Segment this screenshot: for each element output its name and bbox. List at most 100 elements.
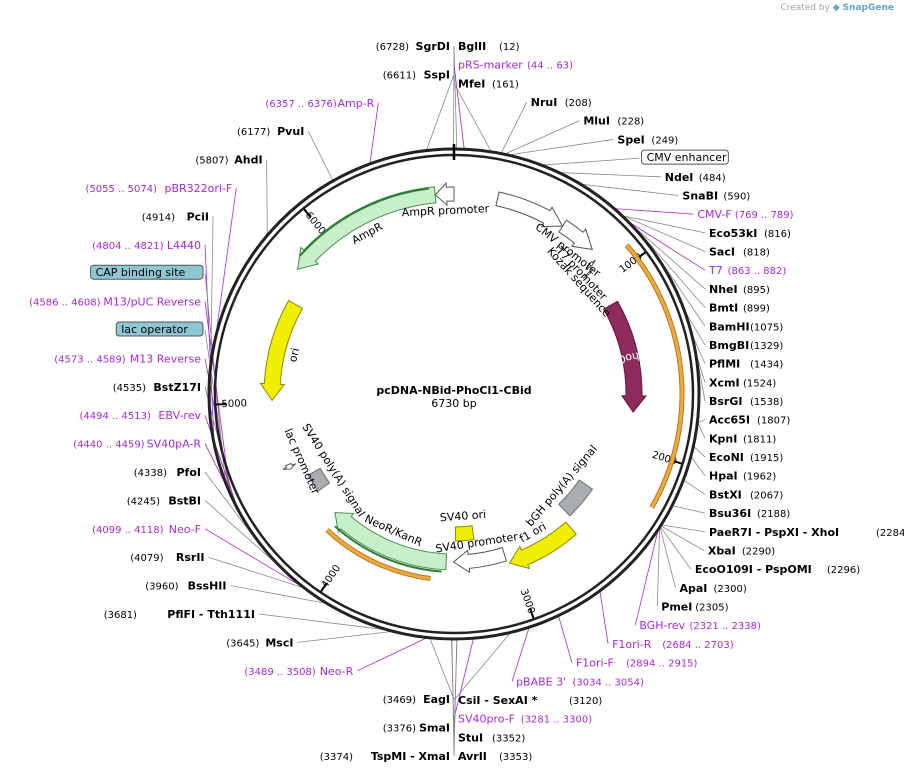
label-primer-m13-puc-reverse: M13/pUC Reverse(4586 .. 4608) [29, 296, 201, 309]
leader-line [698, 419, 706, 423]
leader-line [623, 215, 706, 234]
tick-label: 3000 [518, 588, 537, 616]
label-enzyme-rsrii: RsrII(4079) [130, 551, 204, 564]
leader-line [696, 357, 706, 383]
site-position: (12) [499, 42, 520, 53]
leader-lines [204, 45, 706, 757]
site-position: (3469) [383, 695, 416, 706]
site-name: L4440 [167, 239, 201, 252]
label-enzyme-xcmi: XcmI(1524) [709, 376, 776, 389]
site-position: (3353) [499, 752, 532, 763]
leader-line [656, 529, 661, 607]
leader-line [453, 639, 458, 757]
site-position: (3281 .. 3300) [521, 715, 593, 726]
label-enzyme-bstxi: BstXI(2067) [709, 488, 783, 501]
site-name: Neo-F [169, 523, 201, 536]
leader-line [693, 337, 706, 364]
site-name: PmeI [661, 601, 692, 614]
site-position: (228) [617, 117, 644, 128]
plasmid-length: 6730 bp [431, 397, 476, 410]
site-position: (769 .. 789) [735, 210, 794, 221]
site-name: SgrDI [416, 40, 450, 53]
tick-label: 4000 [320, 563, 343, 590]
leader-line [661, 525, 705, 551]
leader-line [693, 446, 706, 458]
site-name: SspI [424, 68, 450, 81]
leader-line [258, 613, 383, 630]
site-name: BstZ17I [153, 381, 201, 394]
label-primer-cmv-f: CMV-F(769 .. 789) [697, 208, 793, 221]
site-position: (6728) [376, 42, 409, 53]
label-enzyme-smai: SmaI(3376) [383, 722, 450, 735]
site-position: (484) [699, 173, 726, 184]
site-name: pRS-marker [458, 59, 523, 72]
site-name: AvrII [458, 750, 487, 763]
site-name: Neo-R [320, 665, 354, 678]
feature-tag-text: lac operator [121, 323, 188, 336]
snapgene-credit: Created by ◆ SnapGene [780, 3, 894, 13]
site-position: (4804 .. 4821) [92, 241, 164, 252]
leader-line [697, 423, 706, 439]
feature-tag [641, 149, 729, 165]
site-position: (6177) [237, 127, 270, 138]
leader-line [429, 638, 455, 700]
site-name: EBV-rev [158, 409, 201, 422]
site-name: HpaI [709, 470, 738, 483]
site-name: Amp-R [337, 97, 374, 110]
label-enzyme-msci: MscI(3645) [226, 636, 293, 649]
site-name: KpnI [709, 432, 737, 445]
leader-line [511, 628, 530, 682]
site-position: (895) [743, 285, 770, 296]
site-name: XcmI [709, 376, 740, 389]
site-position: (6357 .. 6376) [265, 99, 337, 110]
label-enzyme-stui: StuI(3352) [458, 731, 525, 744]
site-name: NruI [531, 96, 558, 109]
site-name: ApaI [680, 582, 708, 595]
site-name: T7 [708, 264, 723, 277]
site-position: (1329) [750, 341, 783, 352]
site-position: (4245) [127, 496, 160, 507]
site-name: pBABE 3' [516, 675, 566, 688]
site-position: (899) [743, 304, 770, 315]
leader-line [453, 639, 474, 719]
site-position: (3120) [569, 696, 602, 707]
label-feature-cap-binding-site: CAP binding site [90, 264, 204, 280]
label-enzyme-paer7i-pspxi-xhoi: PaeR7I - PspXI - XhoI(2284) [709, 526, 904, 539]
label-enzyme-bstbi: BstBI(4245) [127, 494, 201, 507]
leader-line [561, 172, 661, 178]
label-primer-f1ori-f: F1ori-F(2894 .. 2915) [576, 657, 698, 670]
label-primer-sv40pro-f: SV40pro-F(3281 .. 3300) [458, 713, 592, 726]
leader-line [204, 244, 215, 450]
site-position: (2296) [827, 565, 860, 576]
site-position: (4079) [130, 553, 163, 564]
feature-label-sv40-promoter: SV40 promoter [435, 530, 520, 555]
site-name: TspMI - XmaI [371, 750, 450, 763]
site-name: M13 Reverse [130, 352, 201, 365]
site-name: BssHII [188, 580, 227, 593]
label-enzyme-bstz17i: BstZ17I(4535) [113, 381, 201, 394]
leader-line [615, 208, 694, 215]
site-name: F1ori-F [576, 657, 614, 670]
label-enzyme-nrui: NruI(208) [531, 96, 592, 109]
leader-line [659, 527, 676, 588]
feature-bgh-poly-a-signal [558, 479, 594, 517]
leader-line [426, 74, 455, 150]
site-position: (818) [743, 248, 770, 259]
leader-line [510, 139, 614, 156]
site-name: Bsu36I [709, 507, 751, 520]
site-position: (1915) [750, 453, 783, 464]
feature-phocl [602, 300, 648, 413]
leader-line [230, 585, 325, 604]
label-enzyme-bsrgi: BsrGI(1538) [709, 395, 783, 408]
site-position: (1962) [743, 472, 776, 483]
label-enzyme-apai: ApaI(2300) [680, 582, 747, 595]
leader-line [623, 215, 706, 252]
tick-mark [303, 208, 312, 218]
site-position: (4914) [142, 212, 175, 223]
leader-line [204, 528, 299, 585]
leader-line [369, 102, 379, 163]
site-name: PciI [187, 210, 209, 223]
label-enzyme-eco53ki: Eco53kI(816) [709, 227, 791, 240]
site-position: (3681) [104, 610, 137, 621]
direction-line [299, 187, 430, 257]
